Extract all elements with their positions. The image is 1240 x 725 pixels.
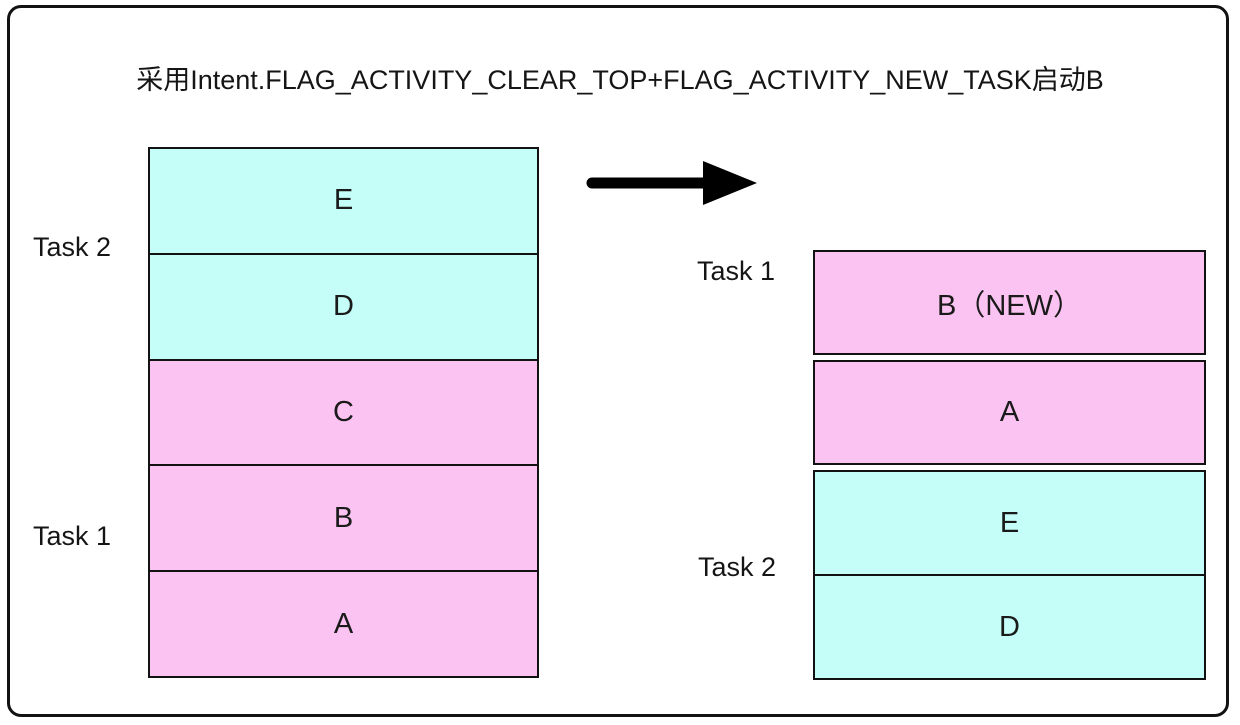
right-task1-label: Task 1 [697, 256, 776, 286]
left-activity-box-a: A [150, 570, 537, 676]
right-activity-box-a: A [813, 360, 1206, 465]
left-activity-box-d: D [150, 252, 537, 359]
left-task1-label: Task 1 [33, 521, 112, 551]
right-activity-box-d: D [815, 574, 1204, 678]
diagram-title: 采用Intent.FLAG_ACTIVITY_CLEAR_TOP+FLAG_AC… [136, 65, 1104, 95]
left-activity-stack: E D C B A [148, 147, 539, 678]
right-activity-box-e: E [815, 472, 1204, 574]
left-activity-box-b: B [150, 464, 537, 571]
left-activity-box-e: E [150, 149, 537, 253]
left-task2-label: Task 2 [33, 232, 112, 262]
right-task2-group: E D [813, 470, 1206, 680]
right-activity-box-b-new: B（NEW） [813, 250, 1206, 355]
left-activity-box-c: C [150, 358, 537, 465]
right-task2-label: Task 2 [698, 552, 777, 582]
right-arrow-icon [585, 158, 765, 208]
